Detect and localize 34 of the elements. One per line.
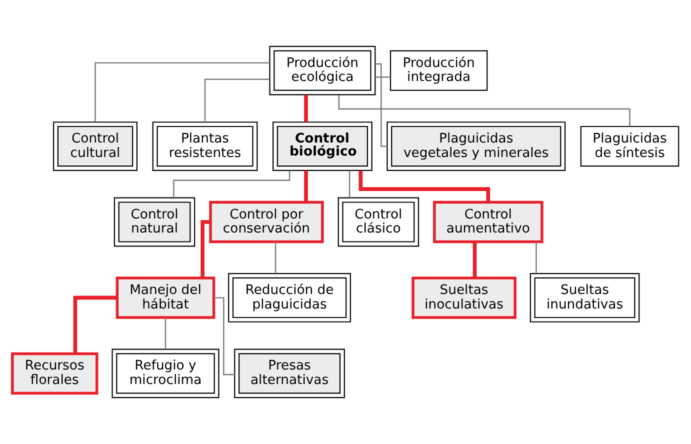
connector (375, 63, 388, 147)
node-box: Sueltas inoculativas (412, 276, 516, 319)
node-box: Producción ecológica (269, 46, 376, 96)
node-box: Plaguicidas de síntesis (580, 126, 680, 167)
node-box: Sueltas inundativas (530, 273, 640, 322)
node-box: Refugio y microclima (112, 348, 220, 398)
connector (214, 297, 235, 376)
connector (375, 76, 390, 78)
node-box: Control por conservación (209, 200, 324, 244)
connector (304, 94, 308, 122)
connector (348, 170, 350, 198)
connector (173, 170, 290, 198)
connector (200, 220, 210, 278)
connector (536, 242, 537, 274)
connector (204, 78, 270, 122)
node-box: Control cultural (53, 122, 138, 171)
connector (472, 242, 477, 278)
node-box: Presas alternativas (234, 348, 345, 398)
node-box: Producción integrada (390, 50, 488, 91)
node-box: Control biológico (272, 122, 372, 171)
connector (73, 296, 118, 354)
connector (358, 170, 490, 202)
connector (304, 170, 308, 202)
node-box: Control clásico (338, 197, 420, 247)
node-box: Control aumentativo (433, 200, 544, 244)
node-box: Plantas resistentes (152, 122, 258, 171)
connector (94, 62, 270, 122)
connector (164, 318, 166, 350)
node-box: Plaguicidas vegetales y minerales (386, 122, 566, 171)
node-box: Reducción de plaguicidas (228, 273, 351, 322)
node-box: Control natural (114, 197, 196, 247)
node-box: Recursos florales (11, 352, 98, 395)
connector (274, 242, 276, 274)
node-box: Manejo del hábitat (116, 276, 216, 319)
